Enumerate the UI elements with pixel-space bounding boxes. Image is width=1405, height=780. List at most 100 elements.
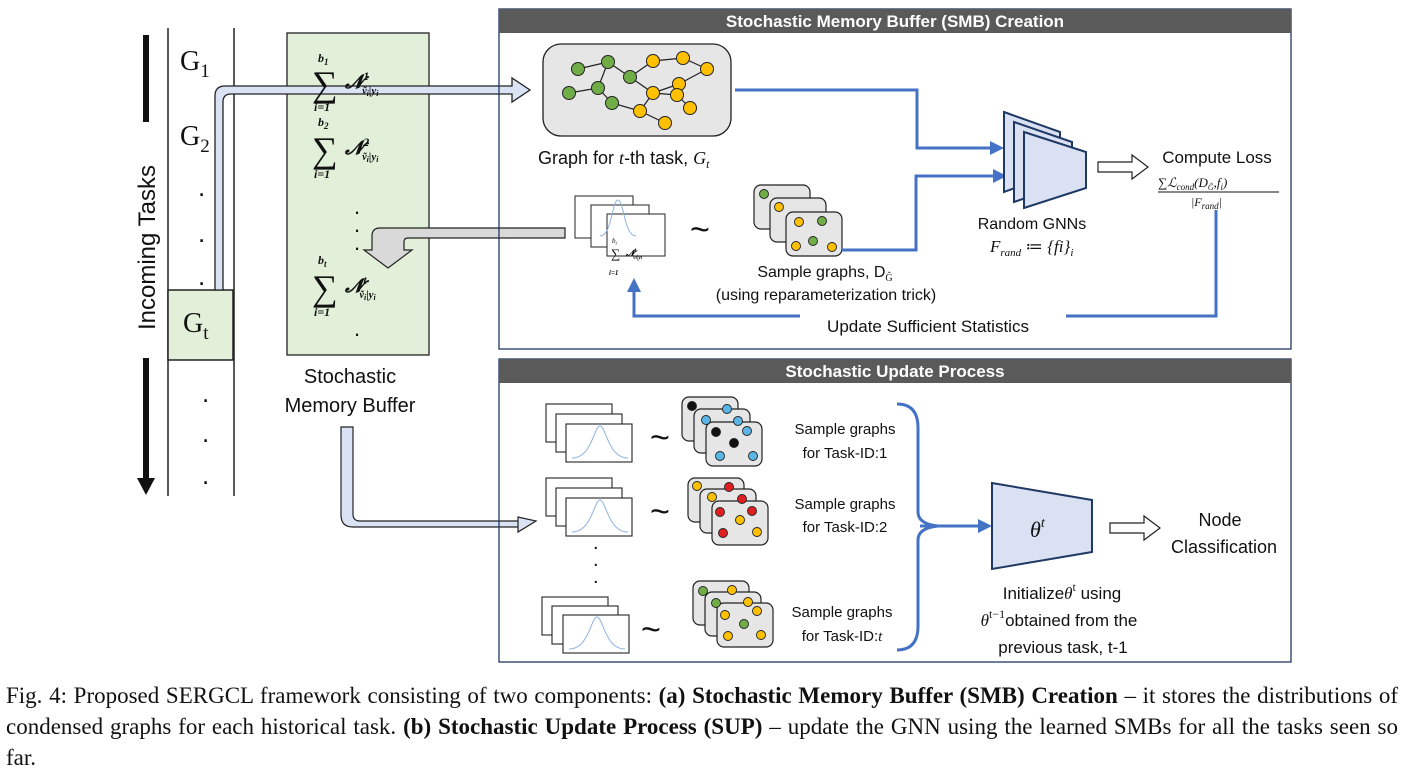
sup-dot-1: . bbox=[593, 532, 599, 554]
memory-dot-1: . bbox=[354, 194, 360, 219]
random-gnns-label: Random GNNs bbox=[978, 216, 1086, 233]
smb-sample-graphs bbox=[753, 184, 843, 257]
smb-sample-label-1: Sample graphs, DĜ bbox=[757, 264, 892, 284]
svg-text:∑: ∑ bbox=[312, 268, 338, 308]
memory-dot-2: . bbox=[354, 212, 360, 237]
sup-row-t-graphs bbox=[692, 580, 774, 648]
memory-to-sup-arrow bbox=[340, 426, 538, 534]
sup-row-1-dists bbox=[545, 403, 633, 463]
theta-model-icon bbox=[991, 481, 1093, 571]
svg-text:bt: bt bbox=[318, 253, 327, 269]
dist-to-memory-arrow bbox=[362, 227, 566, 269]
smb-panel-header bbox=[499, 9, 1291, 33]
task-g2-label: G2 bbox=[180, 121, 210, 157]
svg-text:∑: ∑ bbox=[312, 130, 338, 170]
memory-buffer-label-1: Stochastic bbox=[304, 366, 396, 388]
svg-text:bt: bt bbox=[612, 237, 618, 247]
incoming-tasks-label: Incoming Tasks bbox=[134, 165, 161, 330]
sup-row-2-label-1: Sample graphs bbox=[795, 496, 896, 513]
task-g1-label: G1 bbox=[180, 46, 210, 82]
flow-arrowhead-2 bbox=[993, 169, 1007, 183]
sup-bracket-arrowhead bbox=[978, 519, 992, 533]
random-gnns-icon bbox=[1003, 110, 1087, 210]
caption-part-b-desc: – update the GNN using the learned SMBs … bbox=[6, 714, 1398, 770]
sup-row-1-graphs bbox=[681, 396, 763, 467]
task-dot-5: . bbox=[202, 418, 209, 448]
sup-dot-2: . bbox=[593, 549, 599, 571]
sup-row-1-label-1: Sample graphs bbox=[795, 421, 896, 438]
smb-panel: Stochastic Memory Buffer (SMB) Creation bbox=[498, 8, 1292, 350]
flow-arrowhead-3 bbox=[627, 278, 641, 292]
gnn-to-loss-arrow bbox=[1097, 153, 1149, 181]
svg-text:i=1: i=1 bbox=[314, 305, 330, 319]
sup-panel-header bbox=[499, 359, 1291, 383]
update-stats-label: Update Sufficient Statistics bbox=[827, 317, 1029, 336]
compute-loss-label: Compute Loss bbox=[1162, 148, 1272, 167]
sup-row-1-tilde: ~ bbox=[650, 419, 670, 457]
caption-intro: Fig. 4: Proposed SERGCL framework consis… bbox=[6, 683, 659, 708]
flow-arrowhead-1 bbox=[990, 141, 1004, 155]
memory-dot-4: . bbox=[354, 316, 360, 341]
figure-caption: Fig. 4: Proposed SERGCL framework consis… bbox=[6, 680, 1398, 773]
svg-text:i=1: i=1 bbox=[314, 167, 330, 181]
sup-panel-title: Stochastic Update Process bbox=[785, 362, 1004, 381]
theta-label: θt bbox=[1030, 516, 1046, 542]
task-gt-box bbox=[167, 289, 234, 361]
sup-row-t-dists bbox=[541, 596, 630, 654]
timeline-arrowhead bbox=[137, 478, 155, 495]
node-classification-label-1: Node bbox=[1198, 510, 1241, 530]
svg-text:∑: ∑ bbox=[312, 64, 338, 104]
task-graph-label: Graph for t-th task, Gt bbox=[538, 148, 710, 171]
theta-to-output-arrow bbox=[1109, 514, 1161, 542]
init-label-2: θt−1obtained from the bbox=[981, 607, 1138, 630]
sup-panel: Stochastic Update Process ~ bbox=[498, 358, 1292, 663]
sup-row-2-tilde: ~ bbox=[650, 493, 670, 531]
svg-text:b2: b2 bbox=[318, 115, 329, 131]
sup-row-t-label-2: for Task-ID:t bbox=[802, 628, 883, 645]
memory-dot-3: . bbox=[354, 230, 360, 255]
task-dot-1: . bbox=[198, 172, 205, 202]
task-gt-label: Gt bbox=[183, 308, 209, 344]
svg-text:i=1: i=1 bbox=[609, 269, 618, 277]
caption-part-a-desc: – it stores the distributions of condens… bbox=[6, 683, 1398, 739]
sup-row-2-dists bbox=[545, 477, 633, 537]
task-dot-6: . bbox=[202, 460, 209, 490]
loss-numerator: ∑ℒcond(DĜ,fi) bbox=[1158, 175, 1227, 192]
sup-dot-3: . bbox=[593, 566, 599, 588]
memory-buffer-label-2: Memory Buffer bbox=[285, 395, 416, 417]
task-to-graph-arrow bbox=[214, 76, 532, 291]
smb-sample-label-2: (using reparameterization trick) bbox=[716, 287, 937, 304]
smb-tilde: ~ bbox=[690, 211, 710, 249]
svg-text:b1: b1 bbox=[318, 51, 329, 67]
task-graph bbox=[542, 43, 732, 137]
sup-row-1-label-2: for Task-ID:1 bbox=[803, 445, 888, 462]
svg-text:∑: ∑ bbox=[611, 246, 620, 261]
smb-flow-lines bbox=[632, 88, 1218, 318]
init-label-1: Initializeθt using bbox=[1003, 580, 1122, 603]
sup-row-2-graphs bbox=[687, 477, 769, 546]
smb-panel-title: Stochastic Memory Buffer (SMB) Creation bbox=[726, 12, 1064, 31]
sup-row-t-tilde: ~ bbox=[641, 611, 661, 649]
caption-part-b: (b) Stochastic Update Process (SUP) bbox=[403, 714, 763, 739]
caption-part-a: (a) Stochastic Memory Buffer (SMB) Creat… bbox=[658, 683, 1118, 708]
sup-row-t-label-1: Sample graphs bbox=[792, 604, 893, 621]
sup-row-2-label-2: for Task-ID:2 bbox=[803, 519, 888, 536]
init-label-3: previous task, t-1 bbox=[998, 638, 1127, 657]
sup-bracket bbox=[896, 402, 980, 652]
incoming-tasks-group: Incoming Tasks G1 G2 . . . Gt . . . bbox=[134, 28, 235, 496]
task-dot-2: . bbox=[198, 218, 205, 248]
sergcl-diagram: Incoming Tasks G1 G2 . . . Gt . . . b1 ∑… bbox=[134, 8, 1292, 663]
loss-denominator: |Frand| bbox=[1191, 195, 1222, 211]
node-classification-label-2: Classification bbox=[1171, 537, 1277, 557]
random-gnns-formula: Frand ≔ {fi}i bbox=[989, 237, 1073, 259]
svg-text:i=1: i=1 bbox=[314, 100, 330, 114]
